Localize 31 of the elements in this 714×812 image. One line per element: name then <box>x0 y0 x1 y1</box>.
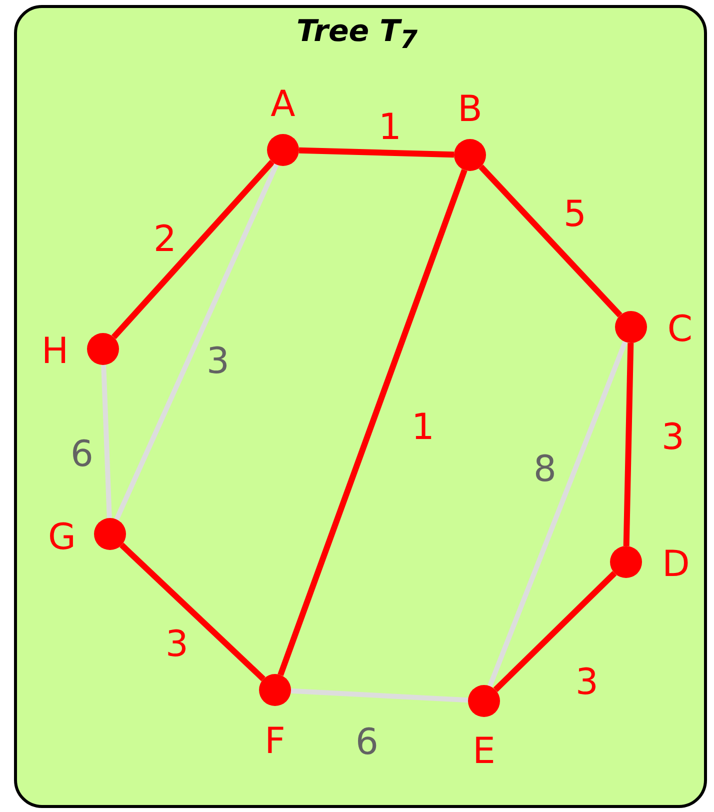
vertex-label: F <box>264 724 286 760</box>
graph-edge <box>298 147 454 158</box>
edge-weight: 3 <box>662 420 684 456</box>
edge-weight: 2 <box>154 222 176 258</box>
vertex-label: E <box>472 734 496 770</box>
vertex-label: B <box>458 92 482 128</box>
vertex-label: C <box>667 312 693 348</box>
vertex-label: H <box>41 334 69 370</box>
edge-weight: 1 <box>378 110 402 146</box>
graph-edge <box>493 571 617 692</box>
graph-edge <box>278 169 468 676</box>
graph-edge <box>478 164 622 318</box>
edge-weight: 3 <box>206 344 230 380</box>
edge-weight: 5 <box>564 197 586 233</box>
vertex-label: D <box>662 547 690 583</box>
vertex-label: G <box>48 520 76 556</box>
graph-edge <box>120 542 266 682</box>
edge-weight: 1 <box>412 410 434 446</box>
vertex-label: A <box>270 87 296 123</box>
diagram-title: Tree T$_{7}$ <box>296 14 418 54</box>
edge-weight: 3 <box>166 627 188 663</box>
edge-weight: 6 <box>356 725 378 761</box>
graph-edge <box>488 340 628 688</box>
graph-edge <box>112 160 274 340</box>
edge-weight: 6 <box>70 437 94 473</box>
edge-weight: 8 <box>534 452 556 488</box>
graph-edge <box>101 364 112 518</box>
edge-weight: 3 <box>576 665 598 701</box>
graph-edge <box>290 688 468 703</box>
graph-edge <box>623 342 634 546</box>
graph-edge <box>114 164 279 520</box>
